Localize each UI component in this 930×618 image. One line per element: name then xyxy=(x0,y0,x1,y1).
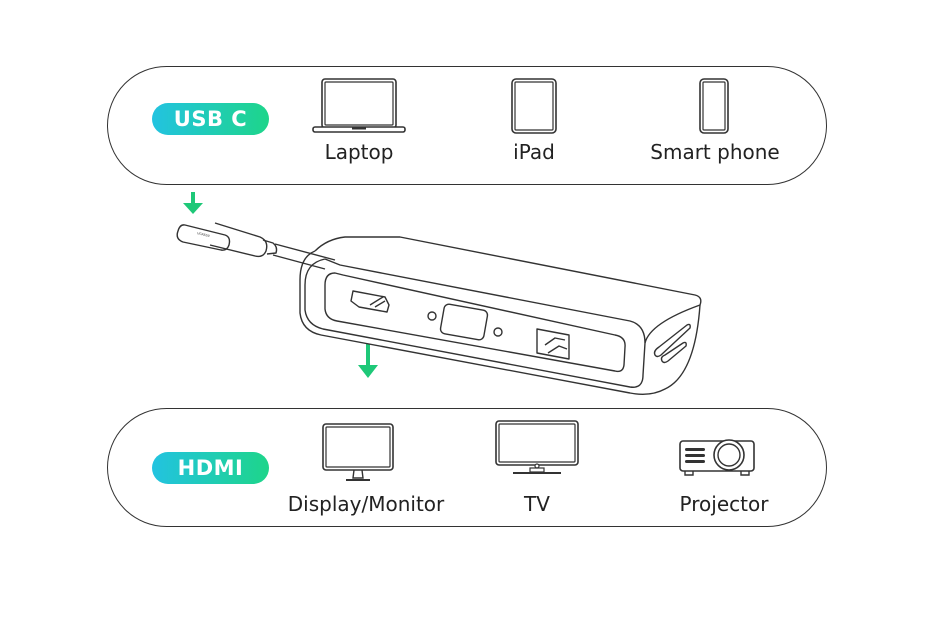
smartphone-icon xyxy=(699,78,729,134)
tv-label: TV xyxy=(524,492,550,516)
laptop-label: Laptop xyxy=(324,140,394,164)
tablet-icon xyxy=(511,78,557,134)
arrow-down-icon xyxy=(183,192,203,214)
hdmi-port xyxy=(350,290,390,313)
display-monitor-label: Display/Monitor xyxy=(287,492,445,516)
usb-c-badge: USB C xyxy=(152,103,269,135)
monitor-icon xyxy=(322,423,394,481)
usb-c-hub-illustration: UGREEN xyxy=(176,222,702,396)
projector-icon xyxy=(679,439,755,476)
microsd-card-slot xyxy=(660,341,687,364)
ipad-label: iPad xyxy=(513,140,555,164)
sd-card-slot xyxy=(653,323,691,358)
laptop-icon xyxy=(312,78,406,133)
tv-icon xyxy=(495,420,579,474)
ethernet-port xyxy=(536,328,570,360)
smartphone-label: Smart phone xyxy=(650,140,780,164)
projector-label: Projector xyxy=(679,492,769,516)
arrow-down-icon xyxy=(358,344,378,378)
usb-c-connector xyxy=(176,222,336,270)
hdmi-badge: HDMI xyxy=(152,452,269,484)
svg-text:UGREEN: UGREEN xyxy=(197,231,210,238)
vga-port xyxy=(439,303,489,341)
